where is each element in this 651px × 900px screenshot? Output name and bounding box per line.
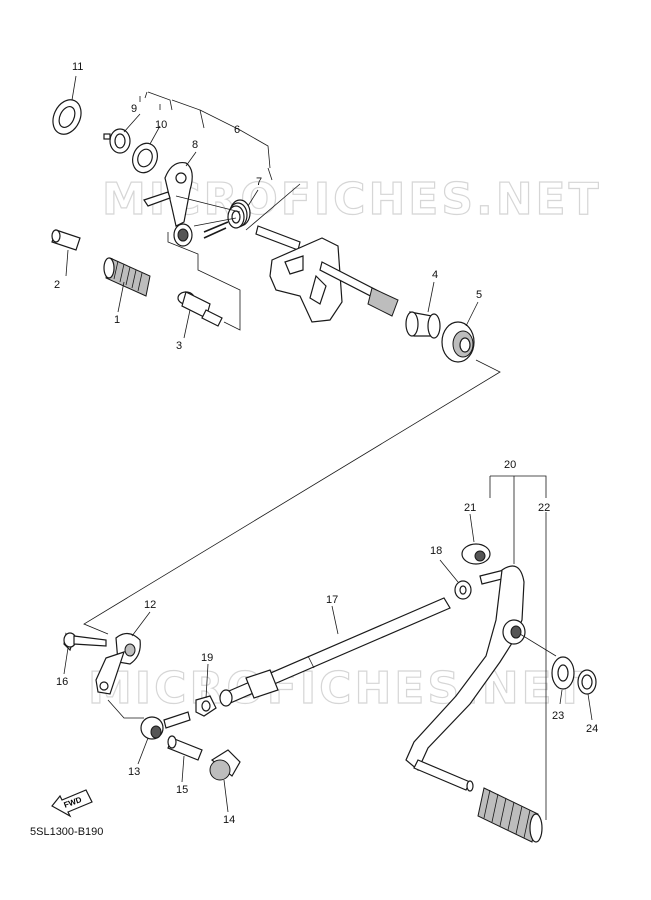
callout-19: 19 [201, 652, 213, 664]
callout-6: 6 [234, 124, 240, 136]
callout-2: 2 [54, 279, 60, 291]
part-5-oil-seal [441, 321, 475, 363]
callout-20: 20 [504, 459, 516, 471]
callout-23: 23 [552, 710, 564, 722]
callout-8: 8 [192, 139, 198, 151]
watermark-bottom: MICROFICHES.NET [88, 663, 588, 714]
callout-12: 12 [144, 599, 156, 611]
callout-21: 21 [464, 502, 476, 514]
callout-24: 24 [586, 723, 598, 735]
callout-15: 15 [176, 784, 188, 796]
part-13-joint [140, 711, 191, 740]
callout-10: 10 [155, 119, 167, 131]
callout-16: 16 [56, 676, 68, 688]
part-4-bushing [405, 311, 441, 339]
callout-9: 9 [131, 103, 137, 115]
diagram-code: 5SL1300-B190 [30, 826, 104, 838]
callout-7: 7 [256, 176, 262, 188]
part-19-nut [195, 695, 217, 717]
part-10-washer [132, 142, 158, 174]
callout-17: 17 [326, 594, 338, 606]
part-12-lever [95, 632, 141, 695]
part-6-shift-shaft [255, 225, 399, 323]
part-24-circlip [577, 669, 597, 695]
callout-5: 5 [476, 289, 482, 301]
callout-3: 3 [176, 340, 182, 352]
part-14-joint-end [209, 749, 241, 781]
part-15-bolt [167, 735, 203, 761]
callout-11: 11 [72, 61, 83, 73]
callout-14: 14 [223, 814, 235, 826]
part-17-shift-rod [219, 597, 451, 707]
part-21-joint [461, 543, 507, 585]
part-22-rubber [477, 787, 543, 843]
part-16-bolt [63, 632, 107, 652]
part-20-shift-pedal [405, 565, 526, 792]
part-23-washer [551, 656, 575, 690]
part-11-washer [52, 99, 82, 135]
part-9-circlip [103, 128, 131, 154]
callout-1: 1 [114, 314, 120, 326]
callout-4: 4 [432, 269, 438, 281]
fwd-arrow-icon: FWD [51, 789, 93, 818]
callout-18: 18 [430, 545, 442, 557]
part-1-spring [103, 257, 151, 297]
part-2-pin [51, 229, 81, 251]
callout-22: 22 [538, 502, 550, 514]
callout-13: 13 [128, 766, 140, 778]
part-7-spring [203, 199, 251, 239]
part-18-nut [454, 580, 472, 600]
part-8-arm [143, 161, 193, 247]
part-3-bolt [177, 291, 223, 327]
